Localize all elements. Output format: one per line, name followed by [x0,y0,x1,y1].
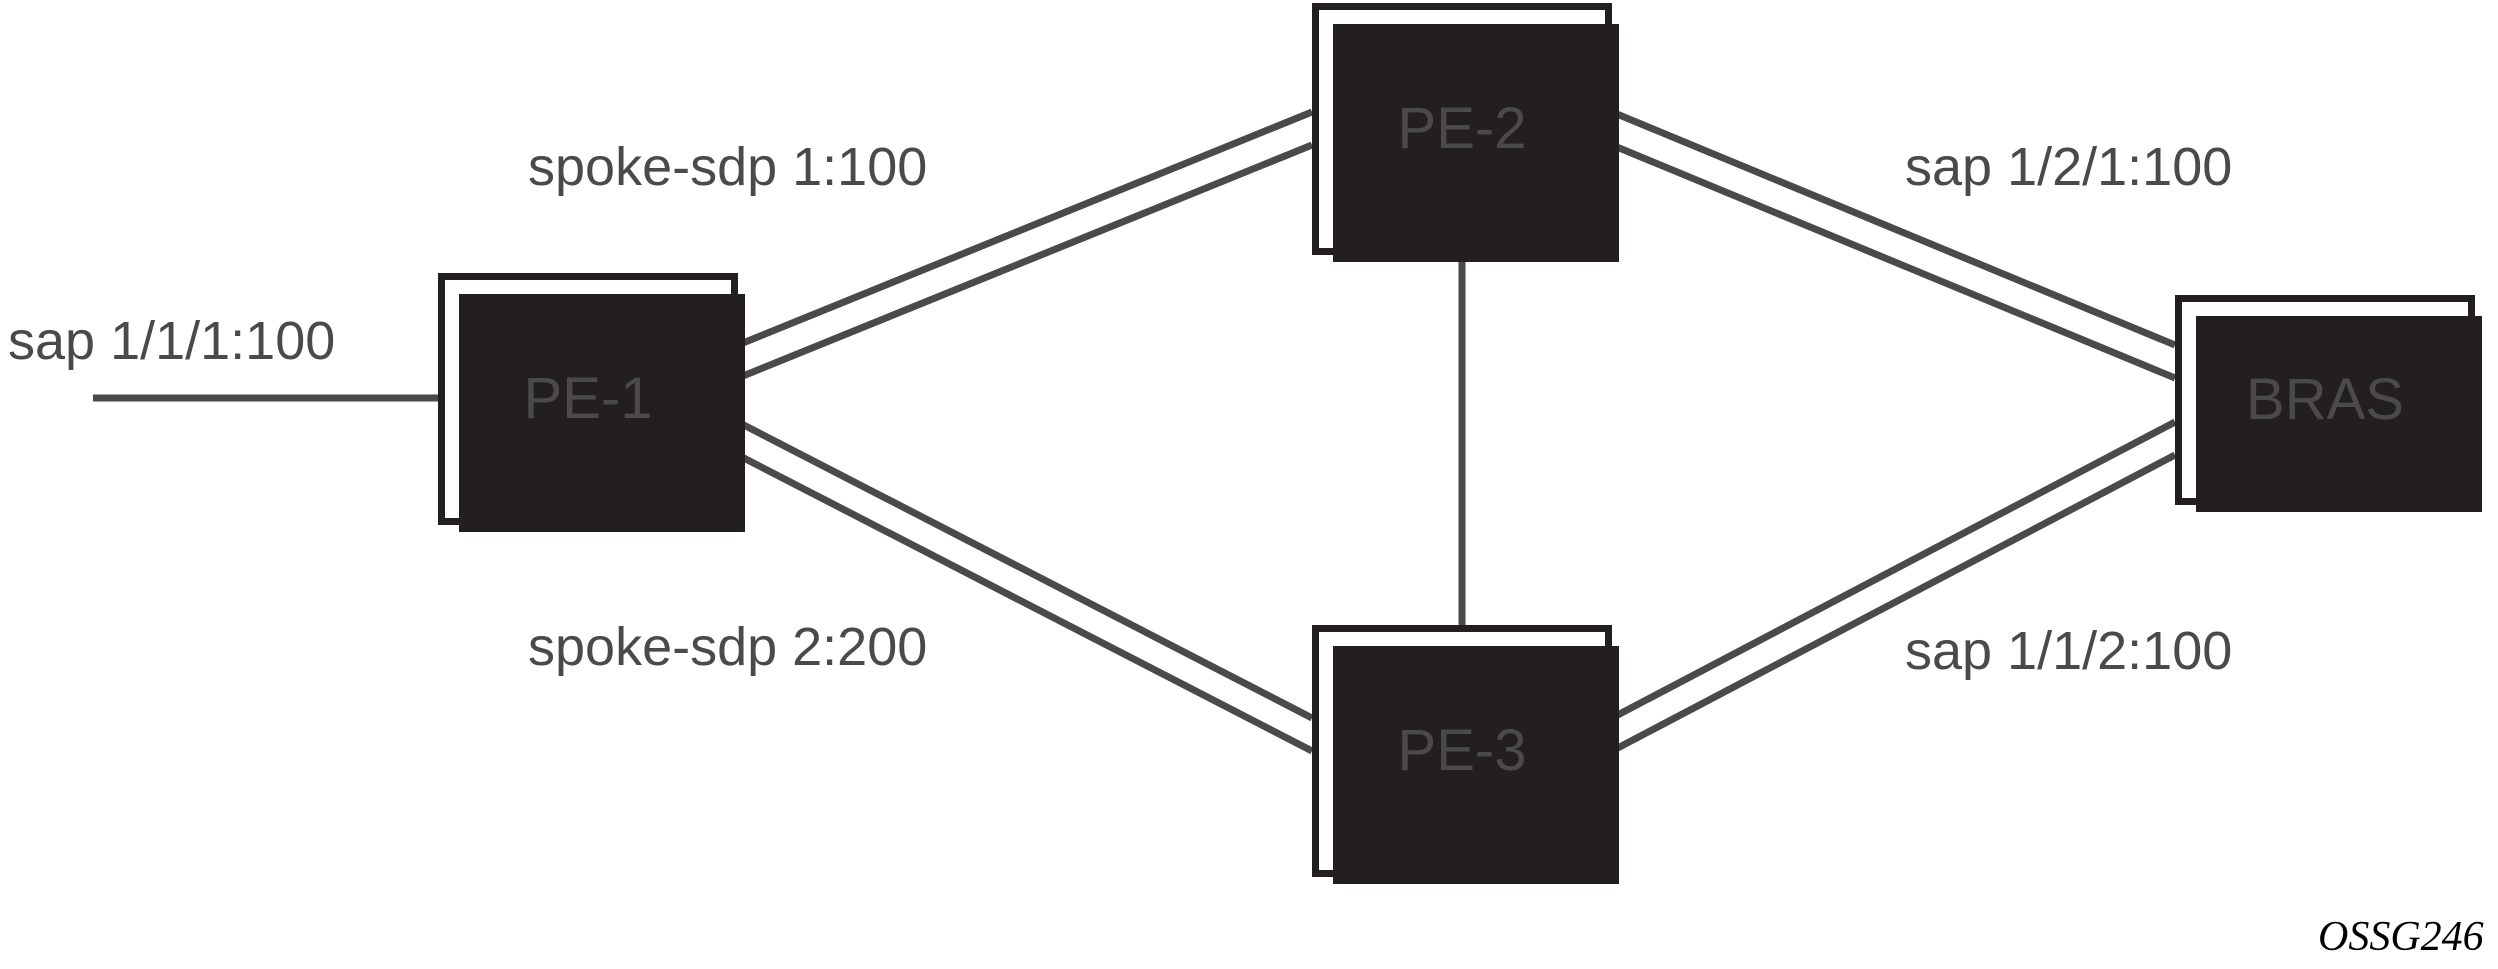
node-bras[interactable]: BRAS [2175,295,2482,512]
node-pe-3[interactable]: PE-3 [1312,625,1619,884]
link-pe3-bras-line-a [1610,418,2177,722]
link-pe1-pe2-line-a [736,108,1314,349]
node-pe-1[interactable]: PE-1 [438,273,745,532]
label-sap-lower-right: sap 1/1/2:100 [1905,621,2233,681]
label-spoke-sdp-1: spoke-sdp 1:100 [528,137,928,197]
label-access-sap: sap 1/1/1:100 [8,311,336,371]
link-pe2-bras-line-b [1610,141,2177,382]
label-spoke-sdp-2: spoke-sdp 2:200 [528,617,928,677]
link-pe1-pe3-line-a [736,418,1314,722]
link-pe3-bras-line-b [1610,451,2177,755]
node-pe-2-label: PE-2 [1397,96,1527,161]
node-pe-1-label: PE-1 [523,366,653,431]
node-pe-3-label: PE-3 [1397,718,1527,783]
node-bras-label: BRAS [2246,367,2404,432]
label-sap-upper-right: sap 1/2/1:100 [1905,137,2233,197]
figure-caption: OSSG246 [2318,914,2484,960]
node-pe-2[interactable]: PE-2 [1312,3,1619,262]
link-pe1-pe2-line-b [736,141,1314,382]
link-pe1-pe3-line-b [736,451,1314,755]
link-pe2-bras-line-a [1610,108,2177,349]
